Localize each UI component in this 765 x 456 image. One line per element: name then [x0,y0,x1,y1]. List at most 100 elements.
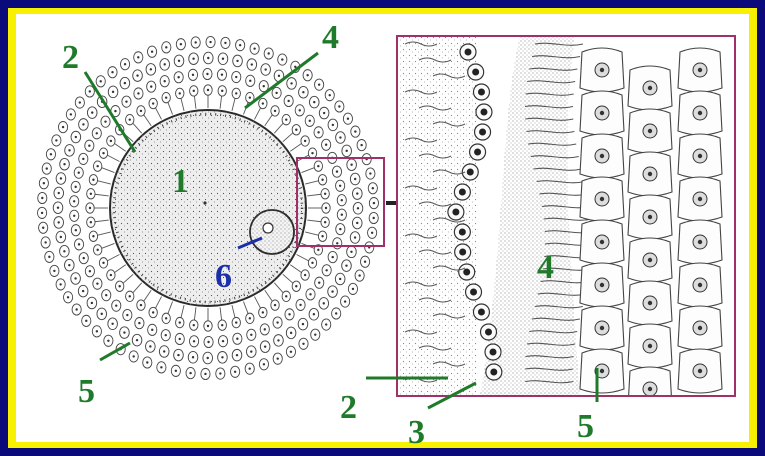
follicle-cell-nucleus [356,192,358,194]
follicle-cell-nucleus [192,356,194,358]
follicle-cell-nucleus [42,227,44,229]
follicle-cell-nucleus [189,372,191,374]
follicle-cell-nucleus [285,118,287,120]
follicle-cell-nucleus [331,256,333,258]
follicle-cell-nucleus [83,257,85,259]
follicle-cell-nucleus [251,63,253,65]
granule-core [459,249,466,256]
follicle-cell-nucleus [165,46,167,48]
follicle-cell-nucleus [151,329,153,331]
follicle-cell-nucleus [110,274,112,276]
follicle-cell-nucleus [129,295,131,297]
follicular-cell-nucleolus [698,326,702,330]
follicle-cell-nucleus [207,325,209,327]
follicle-cell-nucleus [88,145,90,147]
follicle-cell-nucleus [306,74,308,76]
follicle-cell-nucleus [62,126,64,128]
follicle-cell-nucleus [114,110,116,112]
granule-core [463,269,470,276]
follicle-cell-nucleus [235,321,237,323]
follicle-cell-nucleus [263,363,265,365]
follicular-cell-nucleolus [648,172,652,176]
follicle-cell-nucleus [354,178,356,180]
follicle-cell-nucleus [323,112,325,114]
follicle-cell-nucleus [341,199,343,201]
follicle-cell-nucleus [325,207,327,209]
follicle-cell-nucleus [274,304,276,306]
follicular-cell-nucleolus [698,283,702,287]
follicle-cell-nucleus [105,294,107,296]
follicle-cell-nucleus [175,370,177,372]
follicle-cell-nucleus [55,139,57,141]
follicle-cell-nucleus [318,83,320,85]
follicle-cell-nucleus [336,170,338,172]
follicular-cell-nucleolus [648,301,652,305]
follicle-cell-nucleus [124,82,126,84]
follicle-cell-nucleus [287,100,289,102]
follicle-cell-nucleus [150,85,152,87]
follicle-cell-nucleus [356,222,358,224]
follicle-cell-nucleus [323,302,325,304]
granule-core [479,129,486,136]
granule-core [490,369,497,376]
follicle-cell-nucleus [302,343,304,345]
follicle-cell-nucleus [82,123,84,125]
follicle-cell-nucleus [372,187,374,189]
label-4-right: 4 [537,249,554,286]
follicle-cell-nucleus [304,274,306,276]
follicle-cell-nucleus [325,269,327,271]
label-5-right: 5 [577,408,594,445]
follicle-cell-nucleus [354,236,356,238]
follicle-cell-nucleus [311,262,313,264]
follicle-cell-nucleus [345,264,347,266]
follicle-cell-nucleus [277,339,279,341]
follicle-cell-nucleus [90,221,92,223]
granule-core [470,289,477,296]
follicle-cell-nucleus [43,182,45,184]
follicle-cell-nucleus [152,102,154,104]
follicle-cell-nucleus [41,212,43,214]
follicle-cell-nucleus [192,74,194,76]
follicle-cell-nucleus [192,57,194,59]
follicle-cell-nucleus [249,96,251,98]
follicle-cell-nucleus [74,277,76,279]
follicular-cell-nucleolus [698,197,702,201]
follicle-cell-nucleus [295,285,297,287]
follicle-cell-nucleus [118,285,120,287]
follicle-cell-nucleus [124,63,126,65]
follicle-cell-nucleus [46,167,48,169]
follicle-cell-nucleus [249,317,251,319]
follicle-cell-nucleus [373,202,375,204]
follicle-cell-nucleus [250,350,252,352]
follicle-cell-nucleus [318,282,320,284]
follicle-cell-nucleus [180,43,182,45]
follicle-cell-nucleus [221,324,223,326]
follicle-cell-nucleus [317,165,319,167]
follicle-cell-nucleus [295,129,297,131]
follicle-cell-nucleus [262,311,264,313]
follicle-cell-nucleus [96,330,98,332]
follicle-cell-nucleus [204,373,206,375]
follicle-cell-nucleus [75,136,77,138]
follicle-cell-nucleus [68,264,70,266]
follicle-cell-nucleus [325,144,327,146]
follicle-cell-nucleus [302,91,304,93]
follicle-cell-nucleus [345,150,347,152]
follicle-cell-nucleus [331,290,333,292]
follicle-cell-nucleus [360,144,362,146]
follicle-cell-nucleus [234,371,236,373]
follicle-cell-nucleus [350,164,352,166]
follicle-cell-nucleus [235,76,237,78]
follicle-cell-nucleus [123,331,125,333]
follicle-cell-nucleus [371,232,373,234]
follicle-cell-nucleus [68,149,70,151]
follicle-cell-nucleus [275,92,277,94]
follicle-cell-nucleus [338,105,340,107]
follicle-cell-nucleus [125,100,127,102]
follicle-cell-nucleus [82,290,84,292]
follicle-cell-nucleus [89,90,91,92]
granule-core [459,189,466,196]
follicle-cell-nucleus [264,68,266,70]
follicle-cell-nucleus [96,282,98,284]
